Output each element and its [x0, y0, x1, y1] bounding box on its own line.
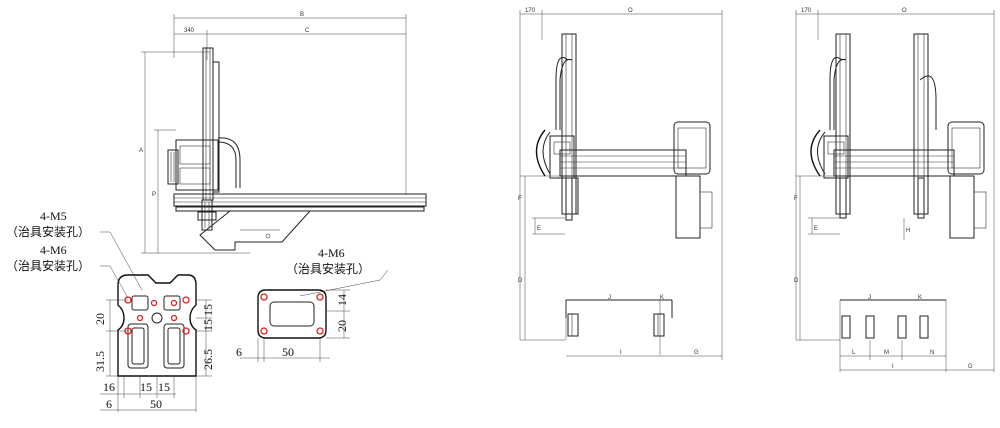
- dim-15d: 15: [158, 380, 170, 394]
- f2-dim-h: H: [906, 228, 910, 234]
- dim-15b: 15: [201, 319, 215, 331]
- dim-20: 20: [93, 313, 107, 325]
- front-view-1: 170 O E F D: [518, 8, 723, 360]
- f1-dim-j: J: [608, 295, 611, 301]
- dim-26-5: 26.5: [201, 349, 215, 370]
- dim-15a: 15: [201, 304, 215, 316]
- dim-31-5: 31.5: [93, 351, 107, 372]
- label-4m5-purpose: （治具安装孔）: [6, 224, 90, 239]
- dim-small-20: 20: [335, 320, 349, 332]
- dim-p-label: P: [152, 192, 156, 198]
- front-view-2: 170 O E F H D: [794, 8, 995, 372]
- dim-small-50: 50: [282, 345, 294, 359]
- dim-a-label: A: [139, 148, 143, 154]
- f2-dim-n: N: [930, 350, 934, 356]
- f2-dim-f: F: [794, 196, 798, 202]
- f1-dim-i: I: [620, 350, 622, 356]
- dim-small-6: 6: [236, 345, 242, 359]
- f2-dim-k: K: [918, 295, 922, 301]
- dim-b-label: B: [300, 12, 304, 18]
- f2-dim-i: I: [892, 364, 894, 370]
- label-4m5: 4-M5: [40, 209, 67, 223]
- f2-dim-l: L: [852, 350, 856, 356]
- f2-dim-j: J: [868, 295, 871, 301]
- f2-dim-g: G: [968, 364, 973, 370]
- f1-dim-o: O: [628, 8, 633, 14]
- f2-dim-o: O: [902, 8, 907, 14]
- label-small-4m6: 4-M6: [318, 246, 345, 260]
- dim-340-label: 340: [184, 28, 195, 34]
- fixture-plate-view: 4-M5 （治具安装孔） 4-M6 （治具安装孔） 20: [6, 209, 215, 412]
- label-4m6: 4-M6: [40, 243, 67, 257]
- label-4m6-purpose: （治具安装孔）: [6, 258, 90, 273]
- f1-dim-170: 170: [525, 8, 536, 14]
- dim-15c: 15: [140, 380, 152, 394]
- dim-c-label: C: [305, 28, 310, 34]
- dim-6: 6: [106, 397, 112, 411]
- f2-dim-e: E: [814, 226, 818, 232]
- f1-dim-f: F: [518, 196, 522, 202]
- label-small-purpose: （治具安装孔）: [286, 261, 370, 276]
- dim-50: 50: [150, 397, 162, 411]
- dim-16: 16: [103, 380, 115, 394]
- f2-dim-170: 170: [801, 8, 812, 14]
- fixture-small-view: 4-M6 （治具安装孔） 14 20 6 50: [236, 246, 389, 362]
- dim-small-14: 14: [335, 294, 349, 306]
- f1-dim-d: D: [518, 278, 523, 284]
- f2-dim-d: D: [794, 278, 799, 284]
- f2-dim-m: M: [884, 350, 889, 356]
- f1-dim-k: K: [660, 295, 664, 301]
- side-view: B 340 C A P: [139, 12, 427, 254]
- f1-dim-g: G: [694, 350, 699, 356]
- f1-dim-e: E: [537, 226, 541, 232]
